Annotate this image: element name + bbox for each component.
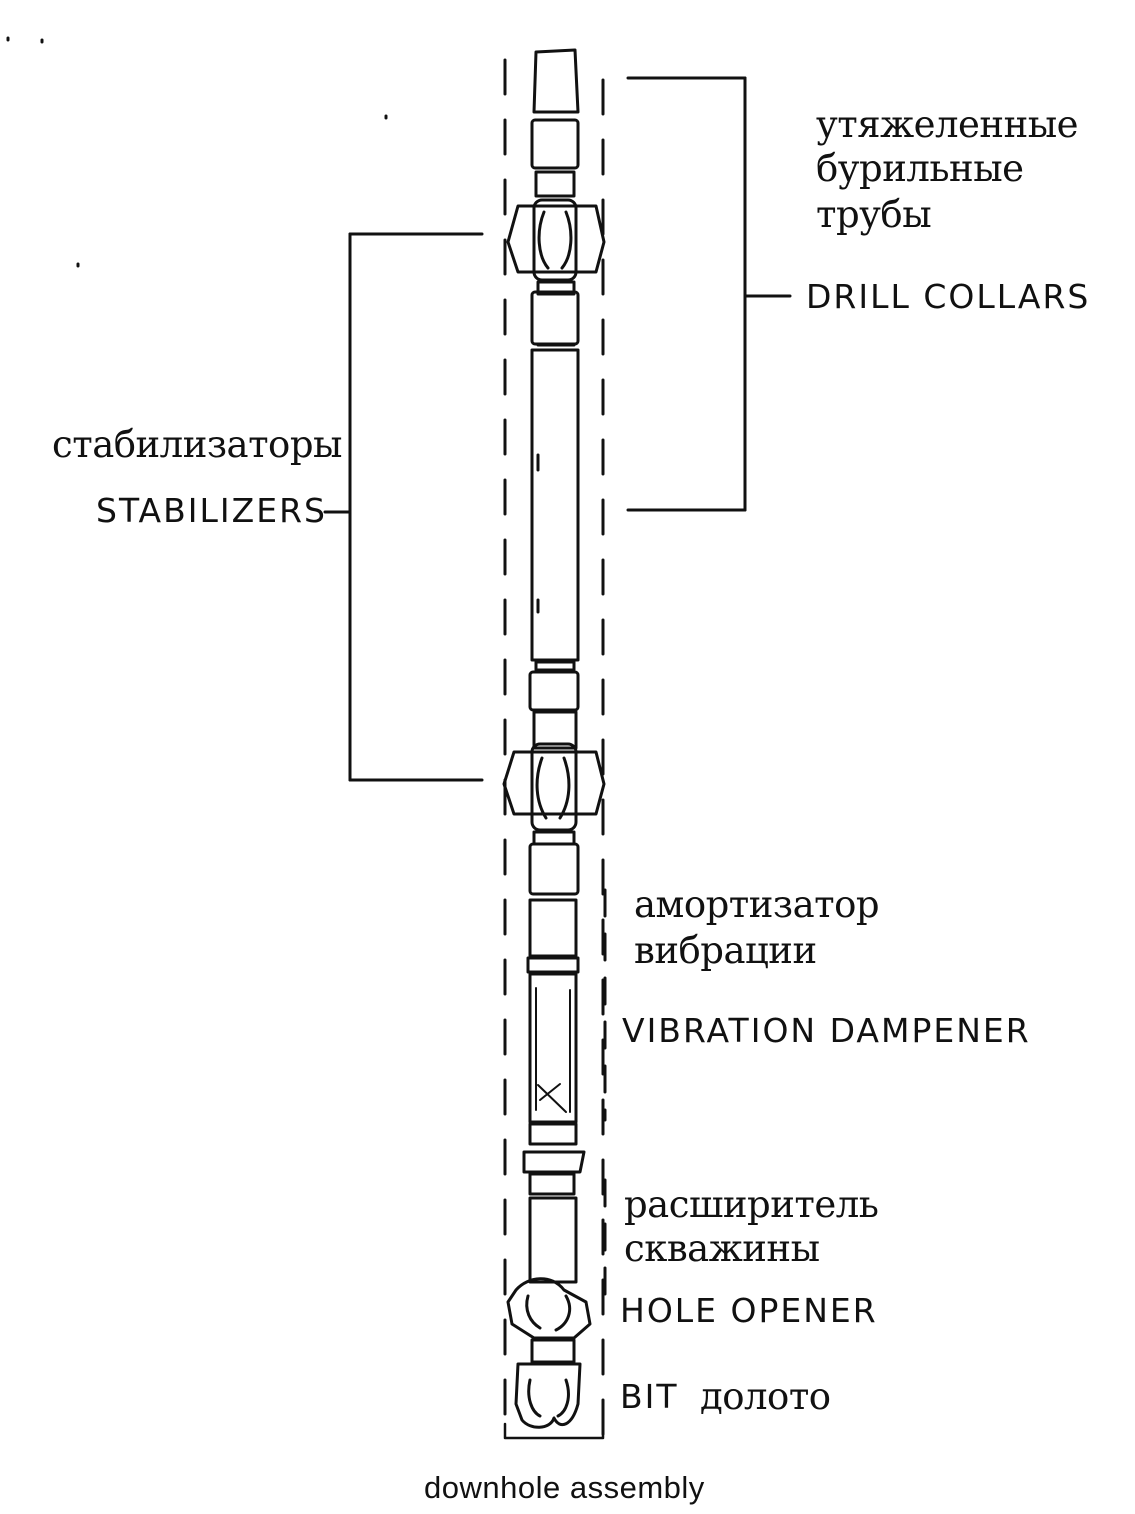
vibration-dampener-ru-line1: амортизатор [634, 883, 880, 926]
drill-collars-ru-line3: трубы [816, 193, 932, 236]
upper-stabilizer [506, 204, 606, 274]
diagram-caption: downhole assembly [424, 1470, 705, 1505]
vibration-dampener-ru-line2: вибрации [634, 929, 817, 972]
drill-collars-ru-line1: утяжеленные [816, 103, 1079, 146]
hole-opener-label: HOLE OPENER [620, 1291, 878, 1330]
hole-opener-ru-line1: расширитель [624, 1183, 879, 1226]
bit-body [514, 1362, 582, 1429]
borehole-wall [503, 58, 605, 1442]
drill-collars-bracket [626, 76, 792, 512]
stabilizers-ru-label: стабилизаторы [52, 423, 342, 466]
bit-ru-label: долото [700, 1375, 831, 1418]
hole-opener-body [506, 1277, 592, 1340]
vibration-dampener-body [528, 972, 578, 1124]
hole-opener-ru-line2: скважины [624, 1227, 820, 1270]
stabilizers-label: STABILIZERS [96, 491, 327, 530]
drill-collars-ru-line2: бурильные [816, 147, 1024, 190]
specks [6, 36, 388, 268]
hole-bottom [503, 1422, 605, 1440]
drill-string [502, 48, 606, 1440]
lower-stabilizer [502, 750, 606, 816]
vibration-dampener-label: VIBRATION DAMPENER [622, 1011, 1031, 1050]
stabilizers-bracket [323, 232, 484, 782]
bit-label: BIT [620, 1377, 679, 1416]
drill-collars-label: DRILL COLLARS [806, 277, 1091, 316]
